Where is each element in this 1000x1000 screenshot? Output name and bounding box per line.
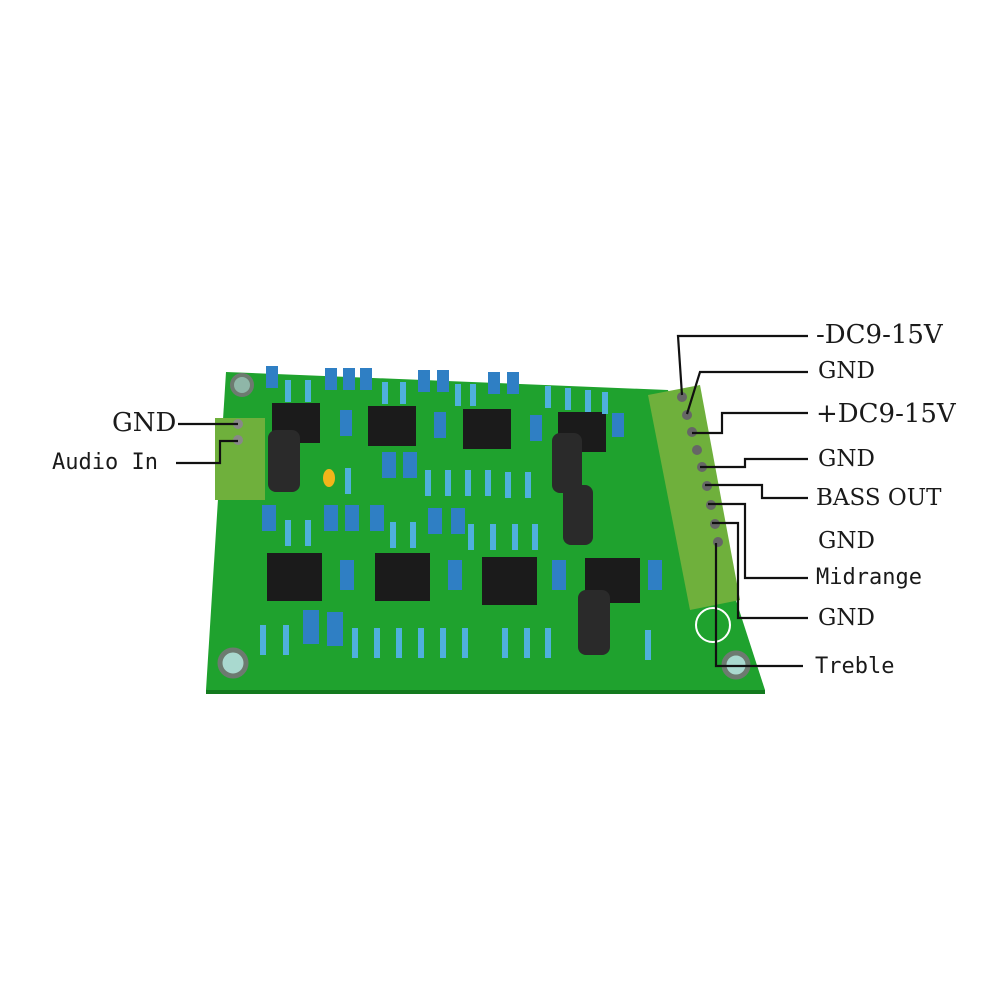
label-neg-supply: -DC9-15V bbox=[816, 320, 943, 350]
pcb-board bbox=[206, 372, 765, 690]
label-bass-out: BASS OUT bbox=[816, 485, 942, 511]
input-terminal-block bbox=[215, 418, 265, 500]
label-gnd-4: GND bbox=[818, 605, 875, 631]
label-pos-supply: +DC9-15V bbox=[816, 399, 956, 429]
label-gnd-1: GND bbox=[818, 358, 875, 384]
label-treble: Treble bbox=[815, 654, 895, 679]
label-input-gnd: GND bbox=[112, 408, 177, 438]
label-midrange: Midrange bbox=[816, 565, 922, 590]
label-gnd-2: GND bbox=[818, 446, 875, 472]
label-gnd-3: GND bbox=[818, 528, 875, 554]
label-audio-in: Audio In bbox=[52, 450, 158, 475]
